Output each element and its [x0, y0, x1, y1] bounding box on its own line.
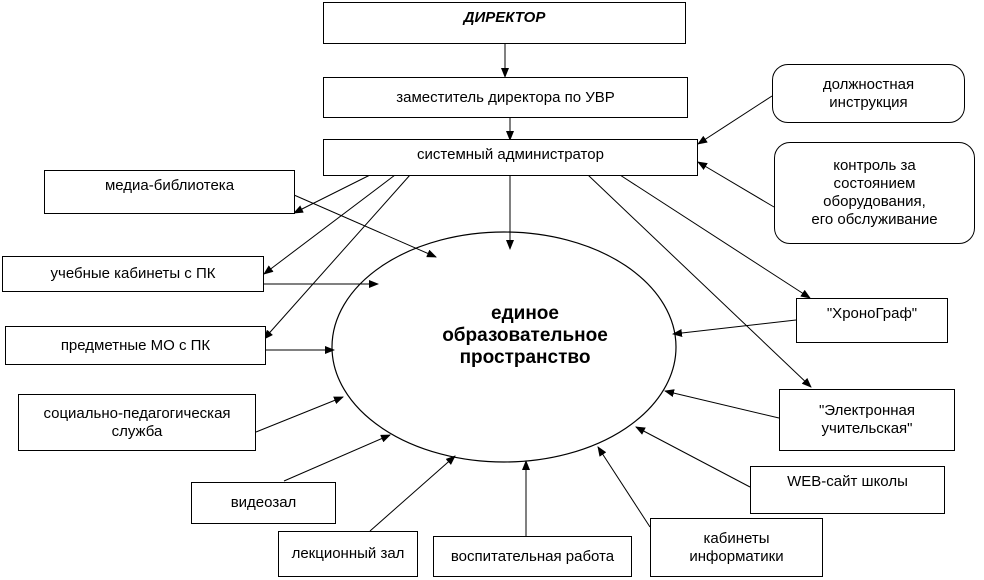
arrow-chronograph-to-center: [672, 319, 797, 337]
pc-classrooms-box: учебные кабинеты с ПК: [2, 256, 264, 292]
arrow-video-to-center: [283, 434, 391, 482]
lecture-hall-box: лекционный зал: [278, 531, 418, 577]
deputy-box: заместитель директора по УВР: [323, 77, 688, 118]
video-hall-box: видеозал: [191, 482, 336, 524]
website-box: WEB-сайт школы: [750, 466, 945, 514]
sysadmin-box: системный администратор: [323, 139, 698, 176]
arrow-lecture-to-center: [369, 455, 456, 532]
education-work-box: воспитательная работа: [433, 536, 632, 577]
it-classrooms-box: кабинеты информатики: [650, 518, 823, 577]
arrow-website-to-center: [635, 426, 751, 488]
arrow-sysadmin-to-media: [293, 174, 371, 214]
director-box: ДИРЕКТОР: [323, 2, 686, 44]
e-staffroom-box: "Электронная учительская": [779, 389, 955, 451]
job-description-box: должностная инструкция: [772, 64, 965, 123]
subject-mo-box: предметные МО с ПК: [5, 326, 266, 365]
arrow-estaffroom-to-center: [664, 389, 780, 419]
arrow-social-to-center: [255, 396, 344, 433]
arrow-sysadmin-to-classrooms: [263, 174, 396, 275]
center-label: единое образовательное пространство: [442, 303, 608, 368]
arrow-sysadmin-to-estaffroom: [587, 174, 812, 388]
arrow-control-to-sysadmin: [697, 161, 775, 208]
arrow-media-to-center: [293, 194, 437, 258]
media-library-box: медиа-библиотека: [44, 170, 295, 214]
arrow-it-classrooms-to-center: [597, 446, 651, 528]
chronograph-box: "ХроноГраф": [796, 298, 948, 343]
equipment-control-box: контроль за состоянием оборудования, его…: [774, 142, 975, 244]
arrow-instruction-to-sysadmin: [697, 95, 773, 145]
social-service-box: социально-педагогическая служба: [18, 394, 256, 451]
arrow-sysadmin-to-chronograph: [619, 174, 811, 299]
arrow-sysadmin-to-mo: [263, 174, 411, 340]
